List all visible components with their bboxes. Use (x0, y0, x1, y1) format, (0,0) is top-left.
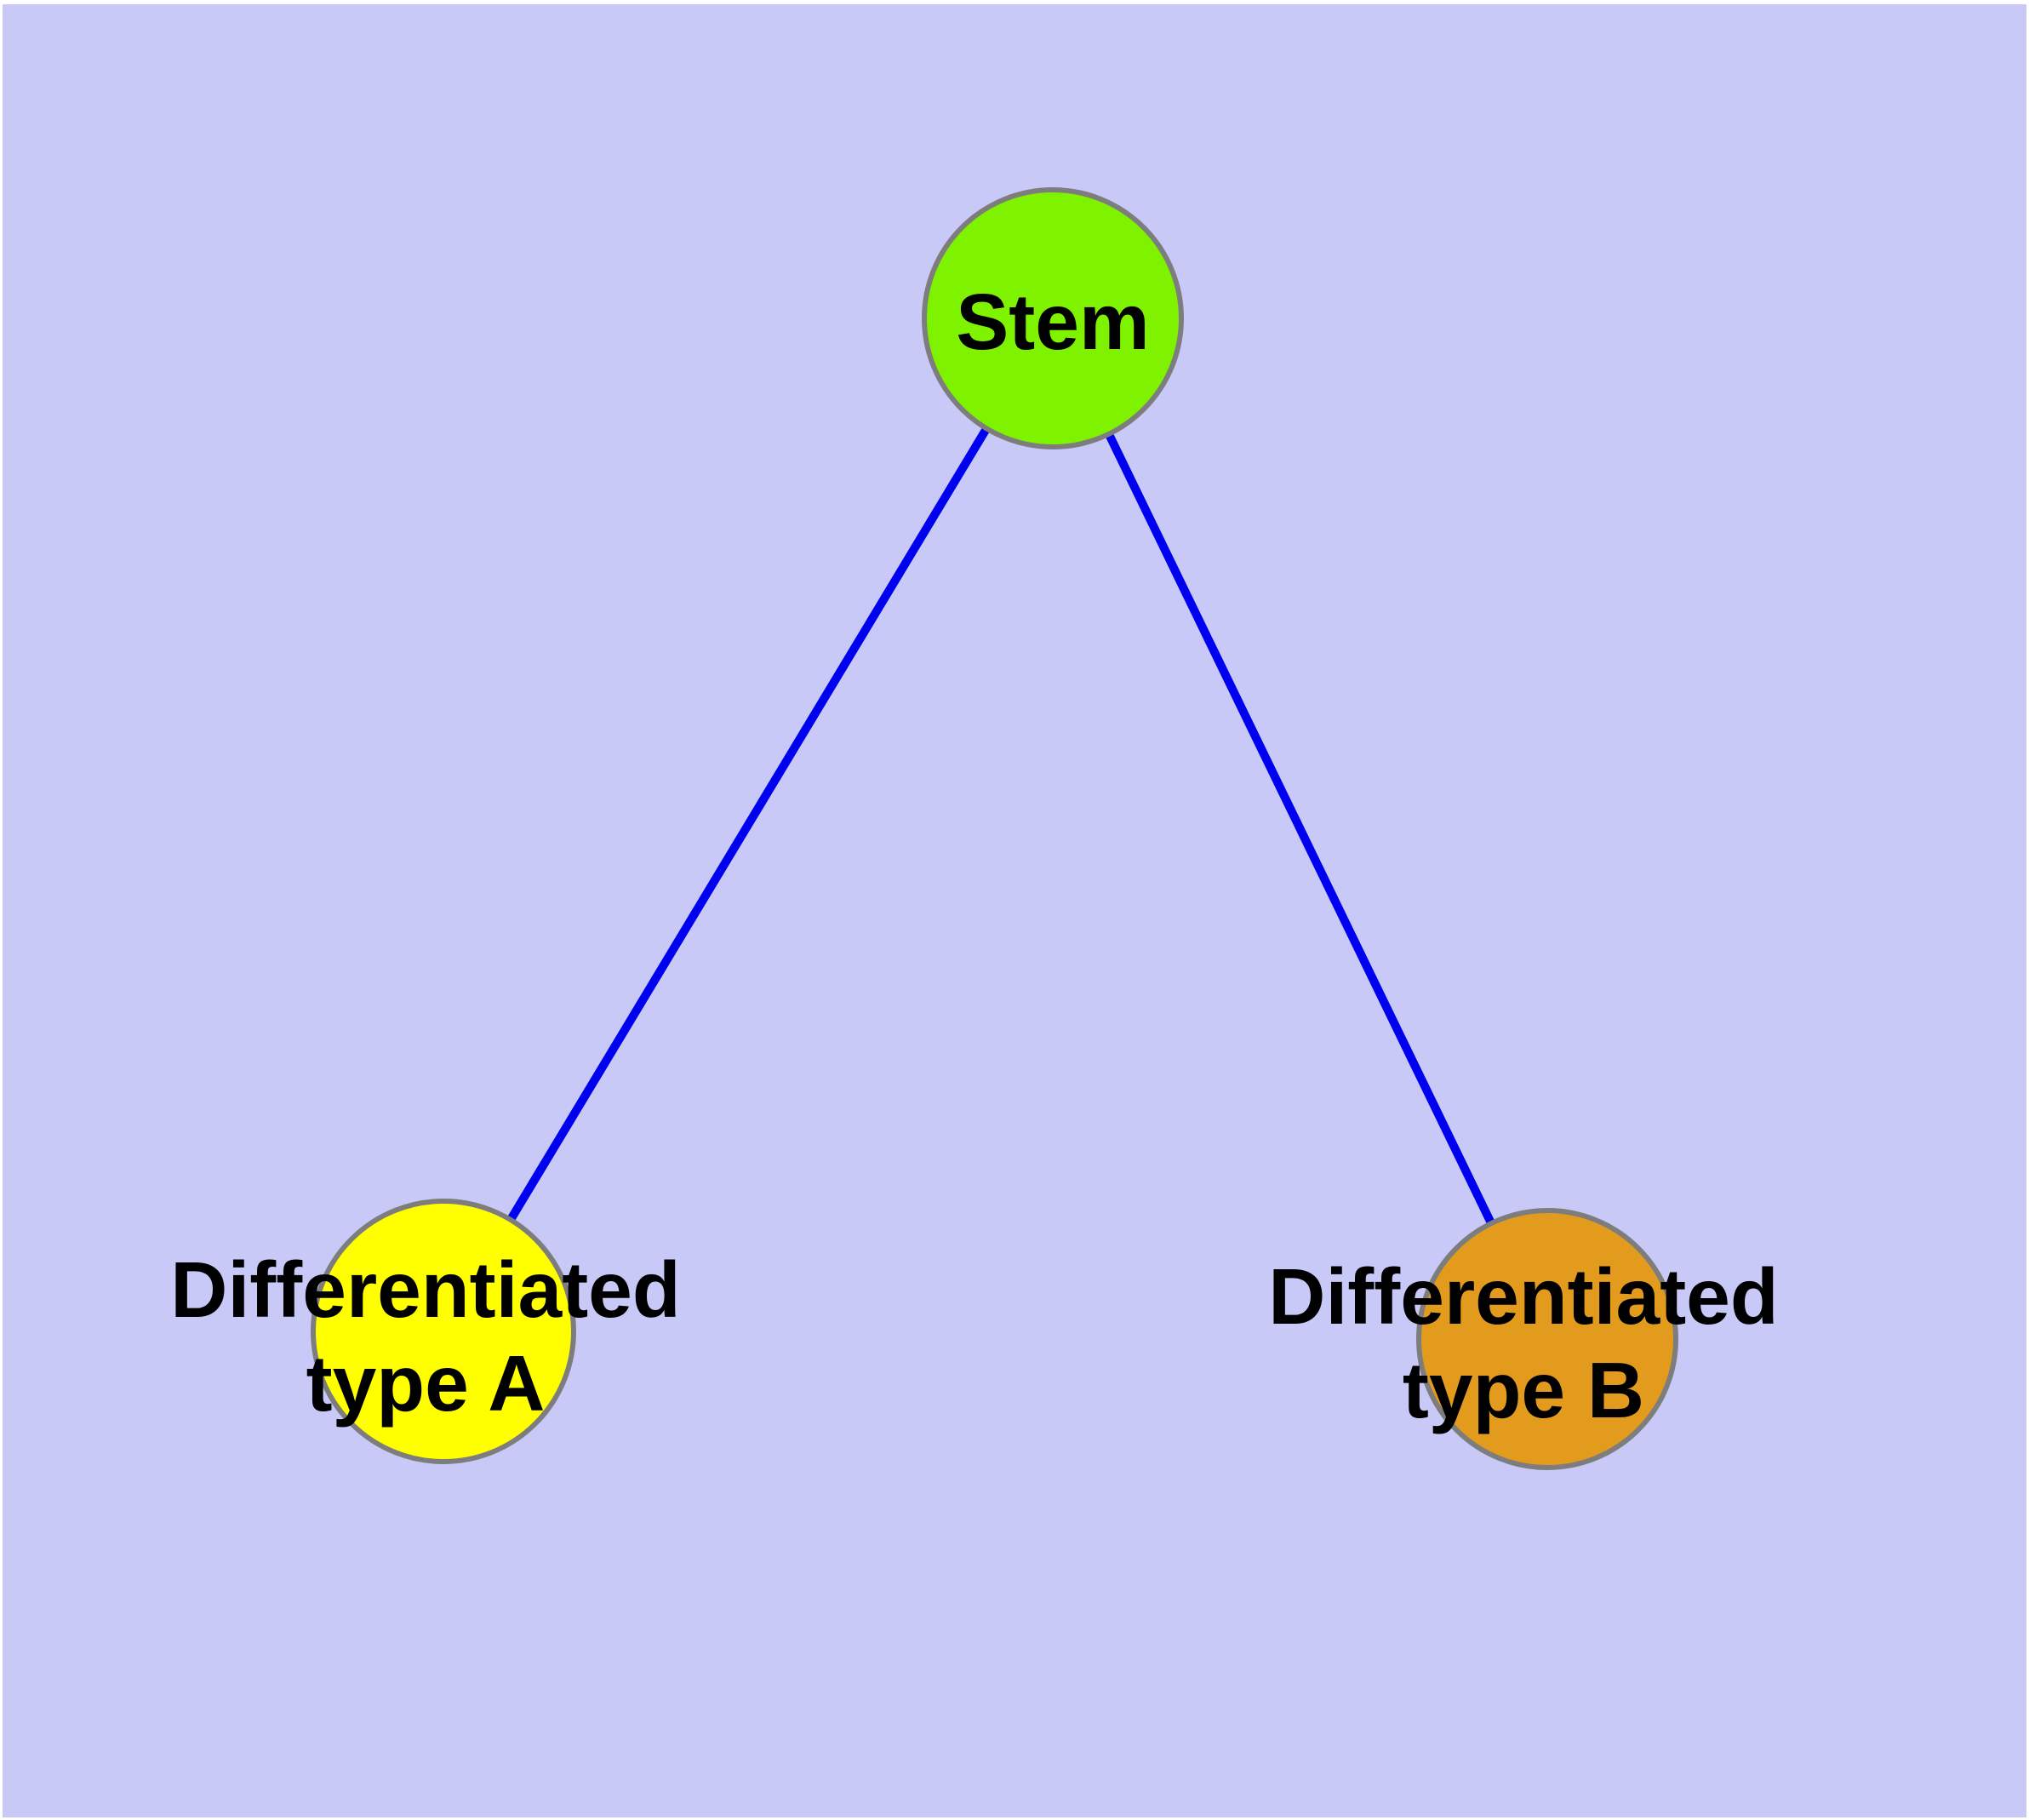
node-labels: Stem Differentiated type A Differentiate… (170, 278, 1778, 1434)
node-type-a-label-line1: Differentiated (170, 1245, 680, 1334)
node-stem-label: Stem (956, 278, 1149, 366)
edge-stem-to-type-b[interactable] (1049, 316, 1552, 1342)
nodes (311, 187, 1678, 1470)
edge-stem-to-type-a[interactable] (439, 316, 1057, 1334)
node-stem[interactable] (922, 187, 1184, 449)
node-differentiated-type-a[interactable] (311, 1199, 576, 1464)
edges (439, 316, 1552, 1342)
node-type-b-label-line1: Differentiated (1268, 1252, 1778, 1341)
node-differentiated-type-b[interactable] (1416, 1208, 1678, 1470)
node-type-b-label-line2: type B (1403, 1346, 1644, 1434)
node-type-a-label-line2: type A (306, 1339, 546, 1428)
